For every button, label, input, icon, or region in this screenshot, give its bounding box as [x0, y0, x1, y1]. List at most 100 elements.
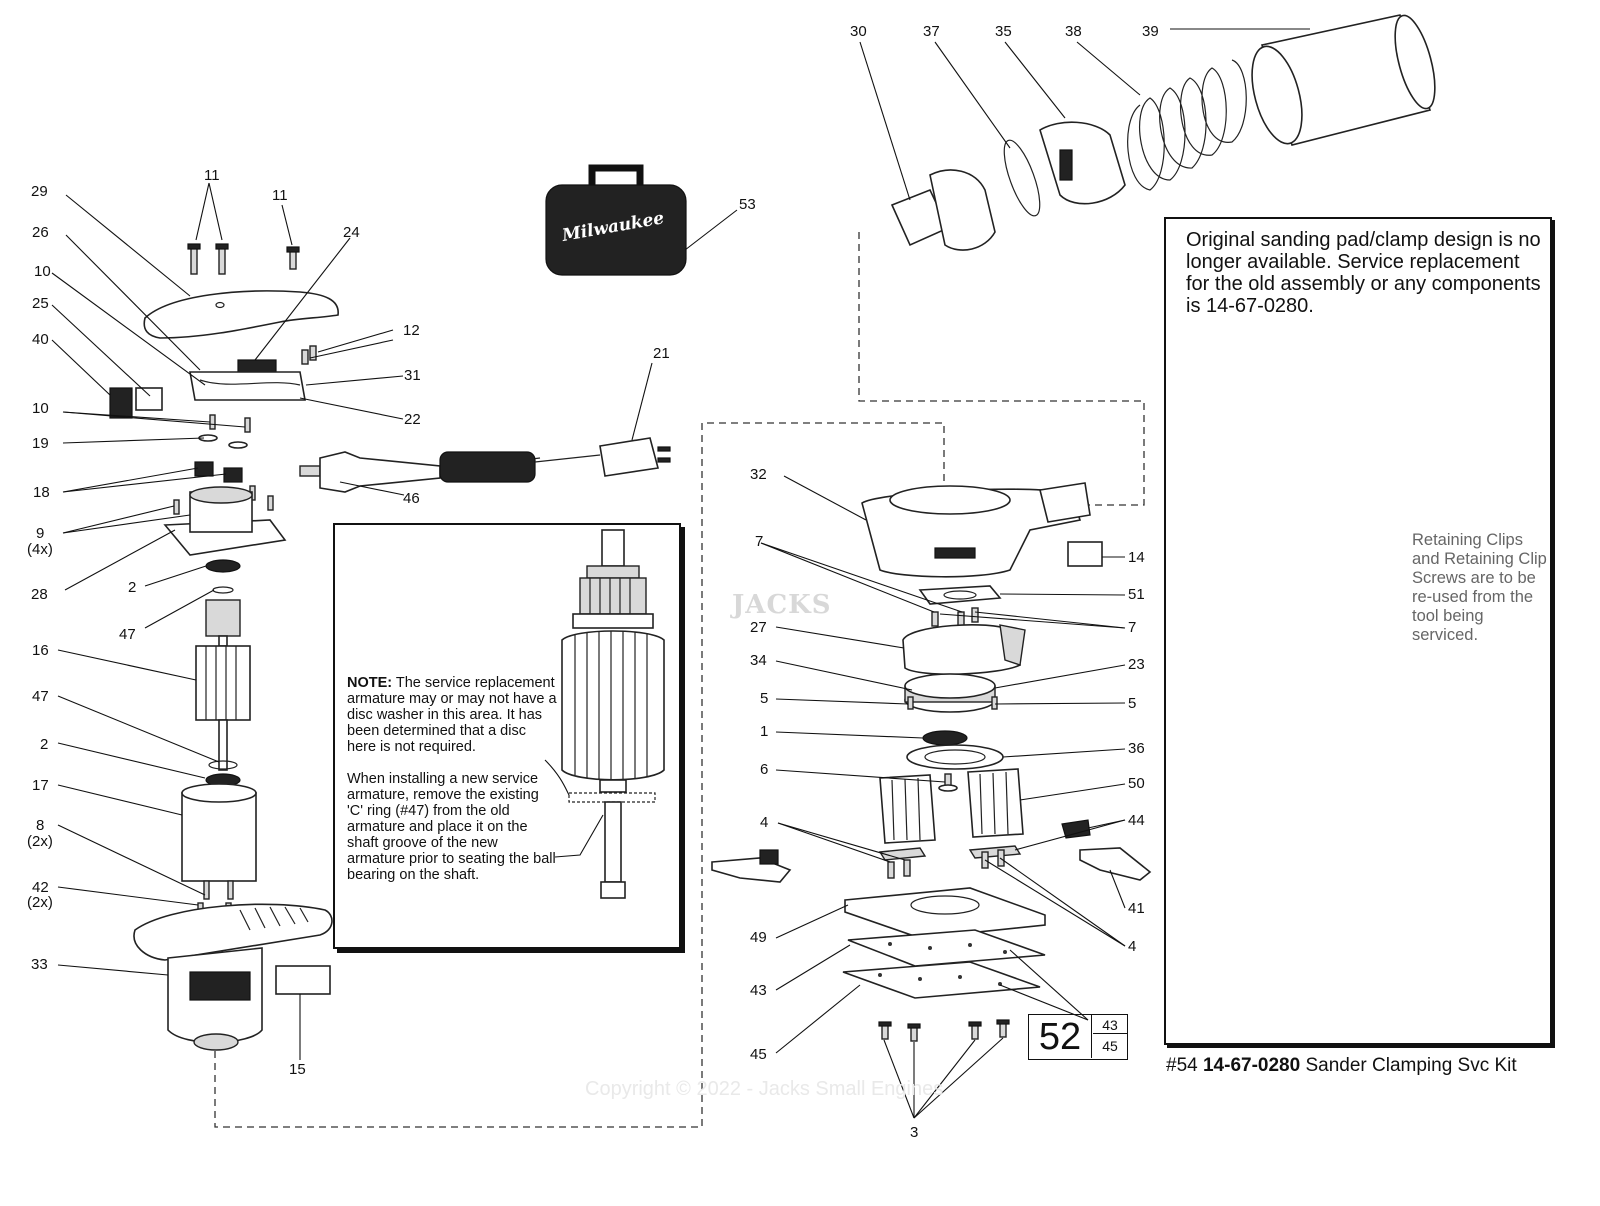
label-43: 43 — [750, 982, 767, 999]
fan-housing-27 — [902, 607, 1026, 675]
label-44: 44 — [1128, 812, 1145, 829]
label-4-b: 4 — [1128, 938, 1136, 955]
label-11-a: 11 — [204, 167, 220, 184]
bearing-housing-28 — [163, 486, 287, 556]
field-housing-17 — [181, 783, 257, 916]
label-7-a: 7 — [755, 533, 763, 550]
label-53: 53 — [739, 196, 756, 213]
label-5-b: 5 — [1128, 695, 1136, 712]
clamp-lever-41 — [1079, 847, 1152, 881]
upper-housing-32 — [861, 482, 1091, 578]
label-19: 19 — [32, 435, 49, 452]
armature-detail-illustration — [544, 529, 665, 899]
spring-37 — [1003, 139, 1041, 217]
label-35: 35 — [995, 23, 1012, 40]
spring-38 — [1127, 59, 1247, 191]
screws-11 — [187, 243, 300, 275]
clamp-lever-left — [711, 849, 792, 883]
service-kit-box: Original sanding pad/clamp design is no … — [1164, 217, 1552, 1045]
screws-3 — [878, 1019, 1010, 1042]
label-7-b: 7 — [1128, 619, 1136, 636]
label-23: 23 — [1128, 656, 1145, 673]
clips-44 — [878, 819, 1091, 861]
label-49: 49 — [750, 929, 767, 946]
label-24: 24 — [343, 224, 360, 241]
ref-sub-45: 45 — [1102, 1038, 1118, 1054]
label-14: 14 — [1128, 549, 1145, 566]
copyright-watermark: Copyright © 2022 - Jacks Small Engines — [585, 1078, 944, 1100]
label-38: 38 — [1065, 23, 1082, 40]
label-21: 21 — [653, 345, 670, 362]
label-32: 32 — [750, 466, 767, 483]
fan-23 — [904, 673, 998, 713]
motor-housing-33 — [133, 903, 333, 1051]
label-34: 34 — [750, 652, 767, 669]
adapter-35 — [1039, 121, 1126, 205]
label-4-a: 4 — [760, 814, 768, 831]
label-28: 28 — [31, 586, 48, 603]
label-2-b: 2 — [40, 736, 48, 753]
reference-box-52: 52 43 45 — [1028, 1014, 1128, 1060]
pad-45 — [842, 961, 1041, 999]
label-33: 33 — [31, 956, 48, 973]
armature-16 — [195, 559, 251, 787]
label-47-a: 47 — [119, 626, 136, 643]
label-14 — [1067, 541, 1103, 567]
note-body: The service replacement armature may or … — [347, 675, 557, 755]
label-15: 15 — [289, 1061, 306, 1078]
label-11-b: 11 — [272, 187, 288, 204]
kit-description: Sander Clamping Svc Kit — [1305, 1055, 1517, 1076]
part-number-labels: 11 11 29 26 24 10 25 40 12 31 22 10 19 1… — [27, 23, 1159, 1141]
label-50: 50 — [1128, 775, 1145, 792]
label-39: 39 — [1142, 23, 1159, 40]
label-18: 18 — [33, 484, 50, 501]
label-2-a: 2 — [128, 579, 136, 596]
notice-text: Original sanding pad/clamp design is no … — [1186, 229, 1541, 317]
post-6 — [938, 773, 958, 792]
label-42-qty: (2x) — [27, 894, 53, 911]
label-12: 12 — [403, 322, 420, 339]
label-9-qty: (4x) — [27, 541, 53, 558]
label-16: 16 — [32, 642, 49, 659]
note-label: NOTE: — [347, 675, 393, 691]
label-17: 17 — [32, 777, 49, 794]
label-27: 27 — [750, 619, 767, 636]
dashed-assembly-lines — [214, 232, 1145, 1128]
label-41: 41 — [1128, 900, 1145, 917]
pad-mounts-50 — [879, 768, 1024, 844]
power-cord-21-46 — [299, 437, 671, 493]
label-51: 51 — [1128, 586, 1145, 603]
label-6: 6 — [760, 761, 768, 778]
armature-note-box: NOTE: The service replacement armature m… — [333, 523, 681, 949]
label-25: 25 — [32, 295, 49, 312]
label-5-a: 5 — [760, 690, 768, 707]
label-46: 46 — [403, 490, 420, 507]
label-47-b: 47 — [32, 688, 49, 705]
label-36: 36 — [1128, 740, 1145, 757]
leader-lines — [51, 28, 1310, 1119]
jacks-watermark: JACKS — [732, 590, 832, 620]
washer-36 — [906, 744, 1004, 770]
label-10-b: 10 — [32, 400, 49, 417]
retaining-clips-note: Retaining Clips and Retaining Clip Screw… — [1412, 531, 1547, 644]
carrying-case-53: Milwaukee — [545, 164, 687, 276]
dust-port-30 — [890, 169, 996, 251]
label-9: 9 — [36, 525, 44, 542]
label-40: 40 — [32, 331, 49, 348]
install-instructions: When installing a new service armature, … — [347, 771, 556, 883]
ref-sub-43: 43 — [1093, 1017, 1127, 1034]
label-8-qty: (2x) — [27, 833, 53, 850]
label-42: 42 — [32, 879, 49, 896]
label-10-a: 10 — [34, 263, 51, 280]
label-8: 8 — [36, 817, 44, 834]
label-26: 26 — [32, 224, 49, 241]
dust-bag-39 — [1251, 14, 1436, 146]
label-3: 3 — [910, 1124, 918, 1141]
bearing-1 — [922, 730, 968, 746]
pad-43 — [847, 929, 1046, 967]
label-22: 22 — [404, 411, 421, 428]
label-29: 29 — [31, 183, 48, 200]
ref-main-number: 52 — [1029, 1015, 1092, 1058]
housing-cover-29 — [143, 290, 339, 339]
kit-prefix: #54 — [1166, 1055, 1198, 1076]
